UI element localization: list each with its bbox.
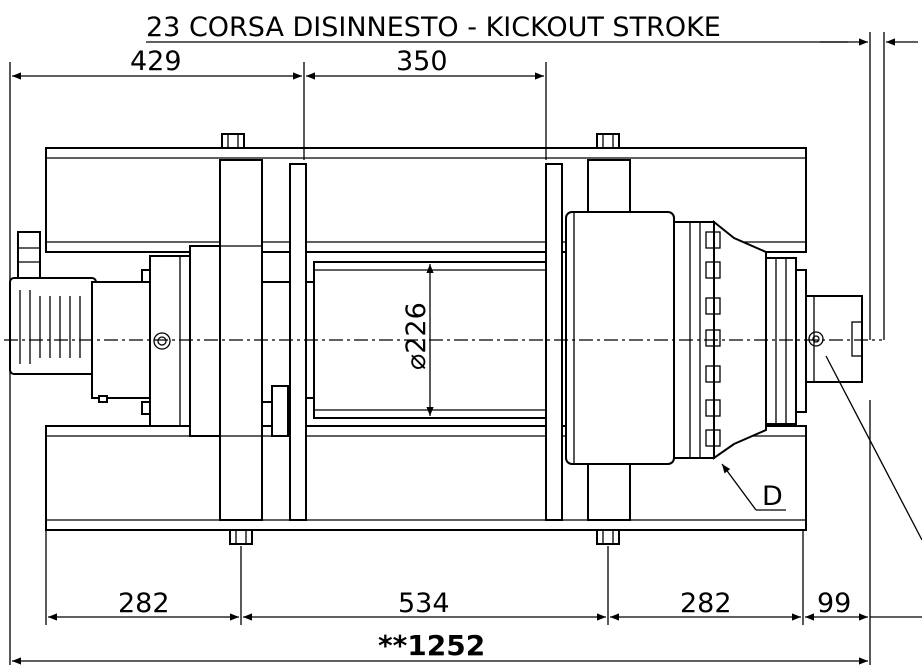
overall-length-label: **1252 bbox=[378, 629, 485, 662]
mounting-bolt-bottom-right bbox=[596, 529, 620, 545]
clutch-housing bbox=[805, 295, 863, 383]
hydraulic-motor bbox=[91, 255, 191, 427]
upper-frame-rail bbox=[45, 147, 807, 253]
mounting-bolt-top-right bbox=[596, 133, 620, 149]
bottom-dimension-chain bbox=[45, 400, 922, 665]
kickout-stroke-label: 23 CORSA DISINNESTO - KICKOUT STROKE bbox=[146, 12, 721, 43]
dimension-350-label: 350 bbox=[396, 46, 448, 77]
kickout-stroke-dimension bbox=[146, 32, 918, 340]
dimension-429-350 bbox=[9, 62, 547, 665]
clutch-leader bbox=[825, 355, 922, 541]
detail-d-leader bbox=[721, 463, 786, 511]
dimension-282-right-label: 282 bbox=[680, 588, 732, 619]
mounting-bolt-bottom-left bbox=[229, 529, 253, 545]
dimension-282-left-label: 282 bbox=[118, 588, 170, 619]
dimension-534-label: 534 bbox=[398, 588, 450, 619]
diameter-label: ⌀226 bbox=[401, 302, 432, 370]
gearbox-housing bbox=[565, 211, 715, 465]
mounting-bolt-top-left bbox=[221, 133, 245, 149]
valve-block bbox=[9, 231, 97, 375]
right-drum-flange bbox=[545, 163, 563, 521]
detail-d-label: D bbox=[762, 481, 783, 512]
dimension-99-label: 99 bbox=[817, 588, 851, 619]
dimension-429-label: 429 bbox=[130, 46, 182, 77]
